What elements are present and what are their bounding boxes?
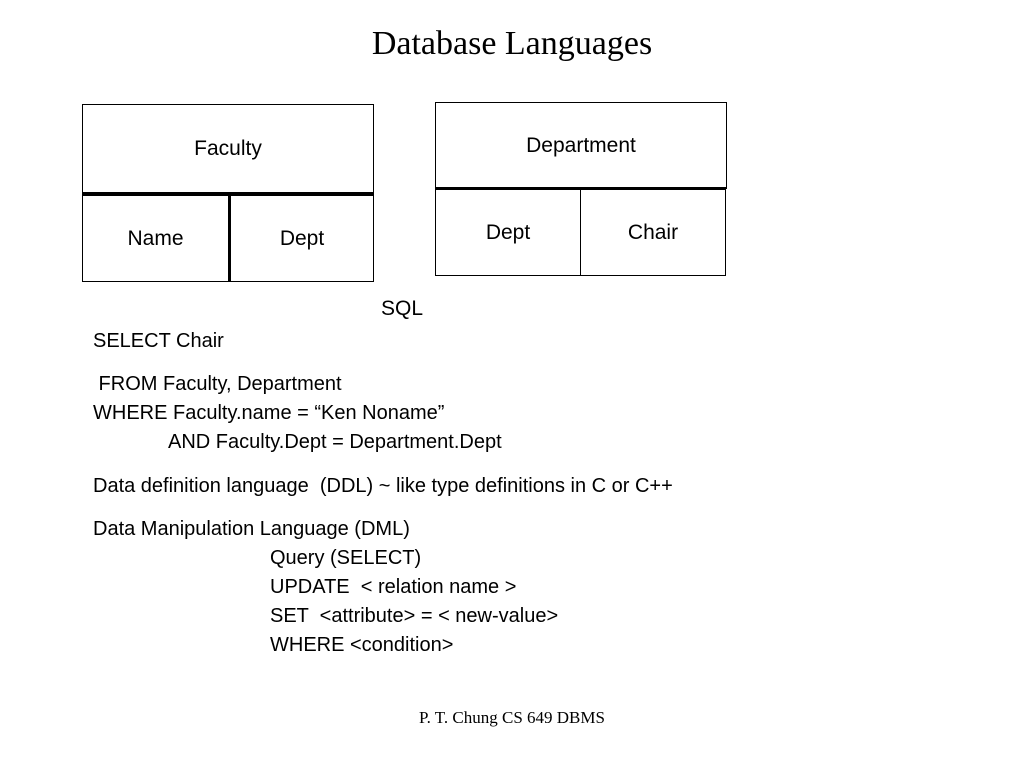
ddl-description: Data definition language (DDL) ~ like ty… <box>93 475 673 497</box>
dml-heading: Data Manipulation Language (DML) <box>93 518 410 540</box>
dml-item-where: WHERE <condition> <box>270 634 454 656</box>
sql-line-and: AND Faculty.Dept = Department.Dept <box>168 431 502 453</box>
sql-line-select: SELECT Chair <box>93 330 224 352</box>
faculty-column-dept: Dept <box>228 193 374 282</box>
faculty-table-header: Faculty <box>82 104 374 193</box>
sql-line-where: WHERE Faculty.name = “Ken Noname” <box>93 402 445 424</box>
department-table-header: Department <box>435 102 727 189</box>
department-column-chair: Chair <box>580 187 726 276</box>
department-column-dept: Dept <box>435 187 581 276</box>
dml-item-update: UPDATE < relation name > <box>270 576 517 598</box>
slide-footer: P. T. Chung CS 649 DBMS <box>419 708 605 727</box>
faculty-column-name: Name <box>82 193 229 282</box>
dml-item-set: SET <attribute> = < new-value> <box>270 605 559 627</box>
slide-title: Database Languages <box>371 25 653 62</box>
dml-item-query: Query (SELECT) <box>270 547 422 569</box>
sql-label: SQL <box>381 297 424 320</box>
sql-line-from: FROM Faculty, Department <box>93 373 342 395</box>
